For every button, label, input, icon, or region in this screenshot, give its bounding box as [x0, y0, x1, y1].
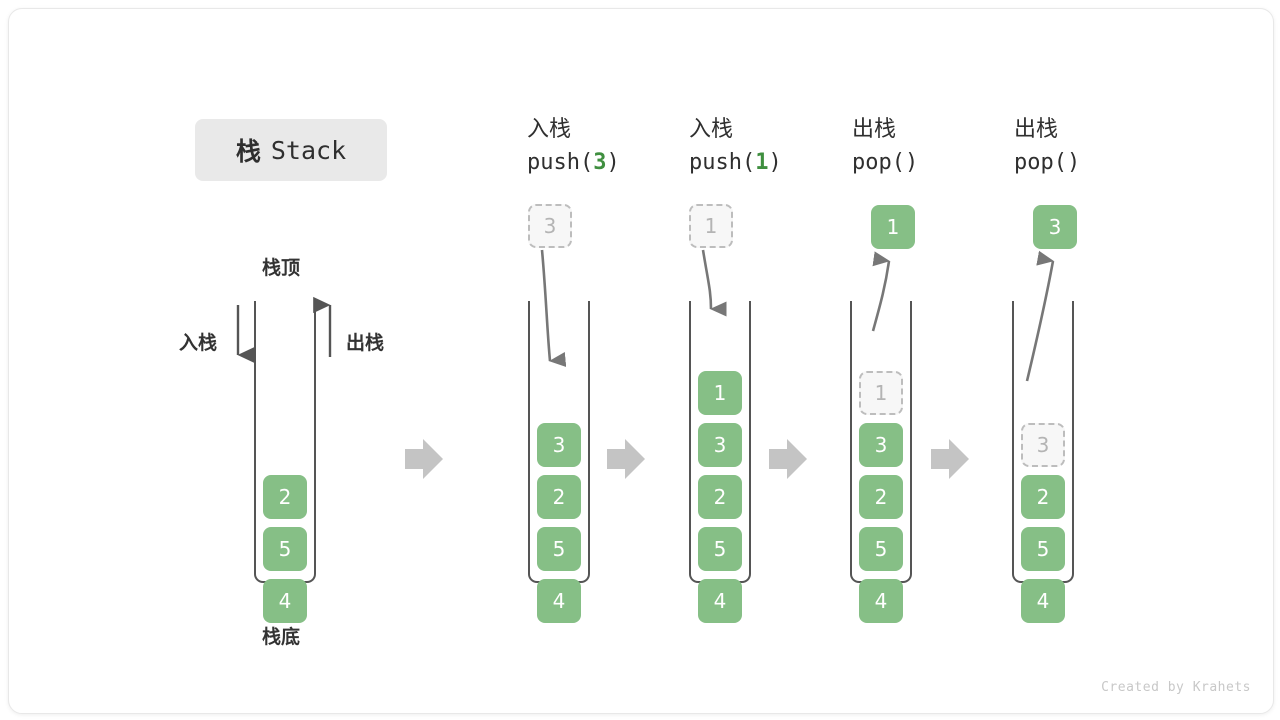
stack-cell: 3	[537, 423, 581, 467]
title-badge: 栈 Stack	[195, 119, 387, 181]
header-code: pop()	[852, 149, 1012, 178]
stack-cell: 2	[859, 475, 903, 519]
diagram-canvas: 栈 Stack 栈顶 栈底 入栈 出栈 2 5 4 入栈 push(3) 3 3…	[8, 8, 1274, 714]
pending-element-3: 3	[528, 204, 572, 248]
separator-arrow	[931, 439, 969, 479]
stack-top-label: 栈顶	[262, 257, 301, 279]
push-label: 入栈	[179, 332, 218, 354]
column-header-push-1: 入栈 push(1)	[689, 116, 849, 177]
header-code: pop()	[1014, 149, 1174, 178]
code-pre: push(	[527, 149, 594, 175]
stack-cell: 4	[1021, 579, 1065, 623]
stack-cell: 5	[698, 527, 742, 571]
separator-arrow	[405, 439, 443, 479]
header-code: push(3)	[527, 149, 687, 178]
header-code: push(1)	[689, 149, 849, 178]
separator-arrow	[607, 439, 645, 479]
code-post: )	[1066, 149, 1081, 175]
popped-element-3: 3	[1033, 205, 1077, 249]
stack-cell: 4	[537, 579, 581, 623]
stack-cell-ghost: 1	[859, 371, 903, 415]
code-post: )	[904, 149, 919, 175]
stack-cell: 4	[263, 579, 307, 623]
separator-arrow	[769, 439, 807, 479]
title-cn: 栈	[235, 137, 261, 166]
stack-cell: 3	[859, 423, 903, 467]
stack-cell: 2	[537, 475, 581, 519]
arrows-overlay	[236, 249, 1055, 479]
header-cn: 出栈	[852, 117, 897, 142]
popped-element-1: 1	[871, 205, 915, 249]
code-pre: pop(	[852, 149, 905, 175]
column-header-push-3: 入栈 push(3)	[527, 116, 687, 177]
code-pre: push(	[689, 149, 756, 175]
code-post: )	[768, 149, 782, 175]
stack-cell: 3	[698, 423, 742, 467]
code-pre: pop(	[1014, 149, 1067, 175]
code-arg: 1	[755, 149, 769, 175]
stack-cell: 5	[1021, 527, 1065, 571]
header-cn: 出栈	[1014, 117, 1059, 142]
header-cn: 入栈	[527, 117, 572, 142]
stack-cell: 2	[1021, 475, 1065, 519]
column-header-pop-3: 出栈 pop()	[1014, 116, 1174, 177]
code-post: )	[606, 149, 620, 175]
column-header-pop-1: 出栈 pop()	[852, 116, 1012, 177]
stack-cell: 5	[263, 527, 307, 571]
stack-bottom-label: 栈底	[262, 626, 301, 648]
code-arg: 3	[593, 149, 607, 175]
pop-label: 出栈	[346, 332, 385, 354]
stack-cell: 5	[859, 527, 903, 571]
stack-cell: 4	[859, 579, 903, 623]
title-en: Stack	[270, 135, 347, 165]
stack-cell: 2	[263, 475, 307, 519]
stack-cell: 5	[537, 527, 581, 571]
stack-cell: 1	[698, 371, 742, 415]
credit-text: Created by Krahets	[1101, 680, 1251, 695]
pending-element-1: 1	[689, 204, 733, 248]
stack-cell: 4	[698, 579, 742, 623]
header-cn: 入栈	[689, 117, 734, 142]
stack-cell: 2	[698, 475, 742, 519]
stack-cell-ghost: 3	[1021, 423, 1065, 467]
